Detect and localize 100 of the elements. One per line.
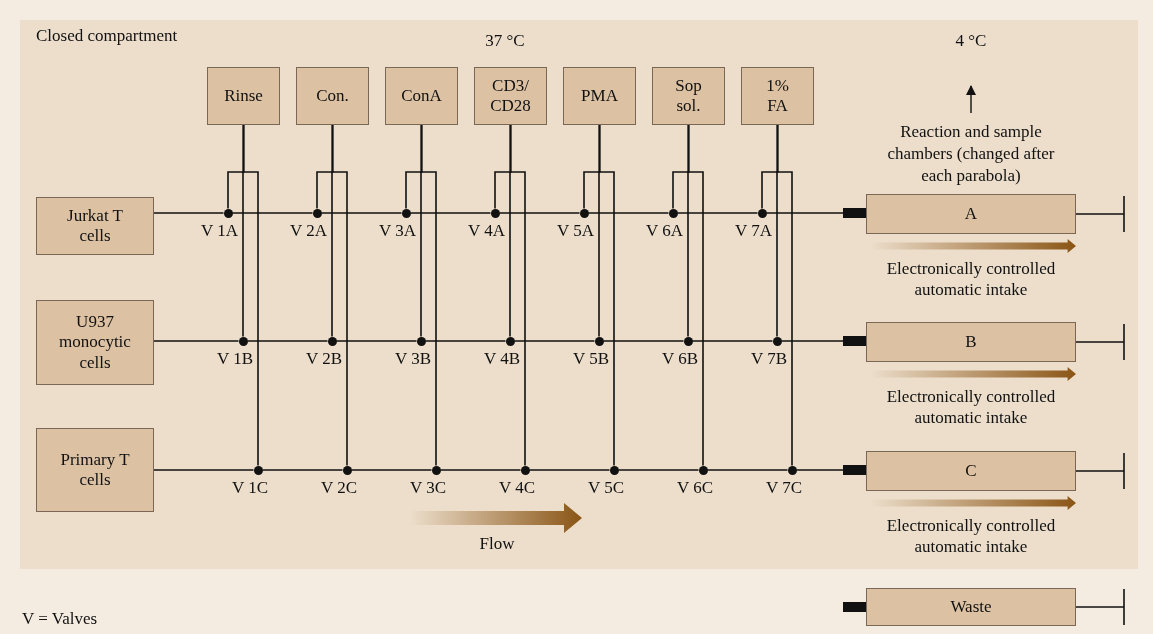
tube-line	[420, 124, 437, 467]
tube-line	[776, 124, 793, 467]
valve-label: V 5B	[571, 350, 609, 369]
valve-label: V 1A	[200, 222, 238, 241]
valve-dot	[609, 465, 619, 475]
process-box: U937 monocytic cells	[36, 300, 154, 385]
process-box: C	[866, 451, 1076, 491]
outlet-line	[1075, 452, 1125, 490]
valve-dot	[490, 208, 500, 218]
tube-line	[231, 212, 314, 214]
tube-line	[246, 340, 329, 342]
reagent-box: Rinse	[207, 67, 280, 125]
tube-line	[509, 124, 526, 467]
valve-dot	[698, 465, 708, 475]
tube-line	[706, 469, 789, 471]
intake-note: Electronically controlled automatic intake	[885, 515, 1057, 558]
valve-dot	[594, 336, 604, 346]
valve-label: V 4A	[467, 222, 505, 241]
tube-line	[598, 124, 615, 467]
valve-label: V 6A	[645, 222, 683, 241]
valve-label: V 5C	[586, 479, 624, 498]
compartment-title: Closed compartment	[36, 27, 178, 46]
valve-label: V 7C	[764, 479, 802, 498]
valve-dot	[431, 465, 441, 475]
outlet-line	[1075, 588, 1125, 626]
reagent-box: PMA	[563, 67, 636, 125]
tube-line	[498, 212, 581, 214]
valve-label: V 3A	[378, 222, 416, 241]
tube-line	[795, 465, 867, 475]
reagent-box: Sop sol.	[652, 67, 725, 125]
tube-line	[153, 340, 240, 342]
tube-line	[676, 212, 759, 214]
reagent-box: CD3/ CD28	[474, 67, 547, 125]
reagent-box: ConA	[385, 67, 458, 125]
valve-label: V 7A	[734, 222, 772, 241]
valve-label: V 2B	[304, 350, 342, 369]
tube-line	[513, 340, 596, 342]
valve-dot	[238, 336, 248, 346]
valve-dot	[787, 465, 797, 475]
valve-label: V 7B	[749, 350, 787, 369]
tube-line	[528, 469, 611, 471]
tube-line	[153, 212, 225, 214]
valve-label: V 3B	[393, 350, 431, 369]
valve-dot	[223, 208, 233, 218]
valve-dot	[253, 465, 263, 475]
legend-note: V = Valves	[22, 608, 99, 630]
valve-dot	[579, 208, 589, 218]
outlet-line	[1075, 323, 1125, 361]
valve-dot	[401, 208, 411, 218]
valve-dot	[520, 465, 530, 475]
tube-line	[335, 340, 418, 342]
valve-dot	[312, 208, 322, 218]
process-box: Waste	[866, 588, 1076, 626]
valve-dot	[757, 208, 767, 218]
valve-label: V 6C	[675, 479, 713, 498]
valve-label: V 2A	[289, 222, 327, 241]
outlet-line	[1075, 195, 1125, 233]
flow-label: Flow	[478, 533, 516, 555]
valve-label: V 4C	[497, 479, 535, 498]
intake-note: Electronically controlled automatic intake	[885, 386, 1057, 429]
valve-dot	[683, 336, 693, 346]
valve-dot	[668, 208, 678, 218]
tube-line	[153, 469, 255, 471]
tube-line	[261, 469, 344, 471]
intake-note: Electronically controlled automatic intake	[885, 258, 1057, 301]
valve-label: V 1B	[215, 350, 253, 369]
valve-label: V 2C	[319, 479, 357, 498]
tube-line	[780, 336, 867, 346]
process-box: B	[866, 322, 1076, 362]
tube-line	[765, 208, 867, 218]
temperature-label: 37 °C	[484, 30, 526, 52]
tube-line	[439, 469, 522, 471]
valve-label: V 4B	[482, 350, 520, 369]
compartment-panel	[20, 20, 1138, 569]
tube-line	[587, 212, 670, 214]
process-box: A	[866, 194, 1076, 234]
valve-dot	[772, 336, 782, 346]
valve-label: V 6B	[660, 350, 698, 369]
valve-label: V 3C	[408, 479, 446, 498]
tube-line	[691, 340, 774, 342]
valve-dot	[505, 336, 515, 346]
valve-label: V 5A	[556, 222, 594, 241]
valve-label: V 1C	[230, 479, 268, 498]
tube-line	[242, 124, 259, 467]
tube-line	[687, 124, 704, 467]
chamber-note: Reaction and sample chambers (changed after each parabola)	[886, 121, 1056, 188]
tube-line	[350, 469, 433, 471]
reagent-box: Con.	[296, 67, 369, 125]
valve-dot	[342, 465, 352, 475]
tube-line	[409, 212, 492, 214]
tube-line	[331, 124, 348, 467]
tube-line	[424, 340, 507, 342]
reagent-box: 1% FA	[741, 67, 814, 125]
tube-line	[602, 340, 685, 342]
tube-line	[617, 469, 700, 471]
process-box: Primary T cells	[36, 428, 154, 512]
tube-line	[320, 212, 403, 214]
temperature-label: 4 °C	[954, 30, 988, 52]
valve-dot	[327, 336, 337, 346]
valve-dot	[416, 336, 426, 346]
